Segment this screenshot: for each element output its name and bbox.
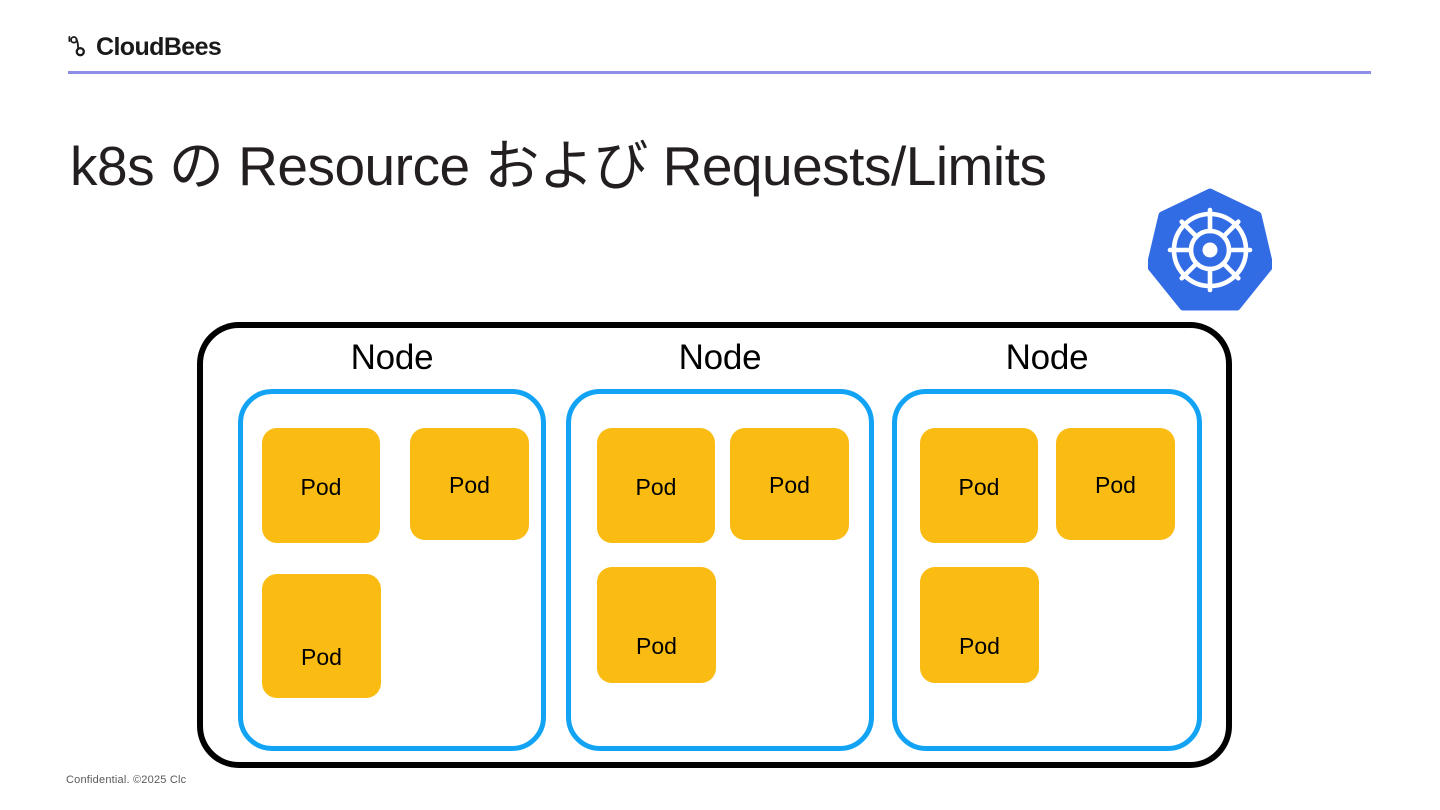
pod-box: Pod <box>262 428 380 543</box>
kubernetes-logo <box>1148 188 1272 311</box>
pod-box: Pod <box>920 428 1038 543</box>
pod-label: Pod <box>769 472 810 498</box>
pod-label: Pod <box>635 474 677 500</box>
pod-label: Pod <box>959 633 1000 659</box>
pod-box: Pod <box>597 567 716 683</box>
node-label: Node <box>678 338 762 377</box>
confidentiality-footer: Confidential. ©2025 Clc <box>66 774 187 786</box>
pod-box: Pod <box>920 567 1039 683</box>
pod-label: Pod <box>1095 472 1136 498</box>
node-label: Node <box>350 338 434 377</box>
kubernetes-helm-icon <box>1167 207 1253 293</box>
node-label: Node <box>1005 338 1089 377</box>
pod-label: Pod <box>301 644 342 670</box>
pod-box: Pod <box>1056 428 1175 540</box>
page-title: k8s の Resource および Requests/Limits <box>70 134 1047 197</box>
pod-box: Pod <box>410 428 529 540</box>
cloudbees-wordmark: CloudBees <box>96 32 222 61</box>
pod-label: Pod <box>636 633 677 659</box>
cloudbees-logo: CloudBees <box>68 32 222 62</box>
pod-box: Pod <box>262 574 381 698</box>
kubernetes-hub-icon <box>1202 242 1218 258</box>
pod-box: Pod <box>597 428 715 543</box>
pod-box: Pod <box>730 428 849 540</box>
pod-label: Pod <box>300 474 342 500</box>
header-divider <box>68 71 1371 74</box>
pod-label: Pod <box>449 472 490 498</box>
cloudbees-bee-mark-icon <box>68 36 85 57</box>
pod-label: Pod <box>958 474 1000 500</box>
